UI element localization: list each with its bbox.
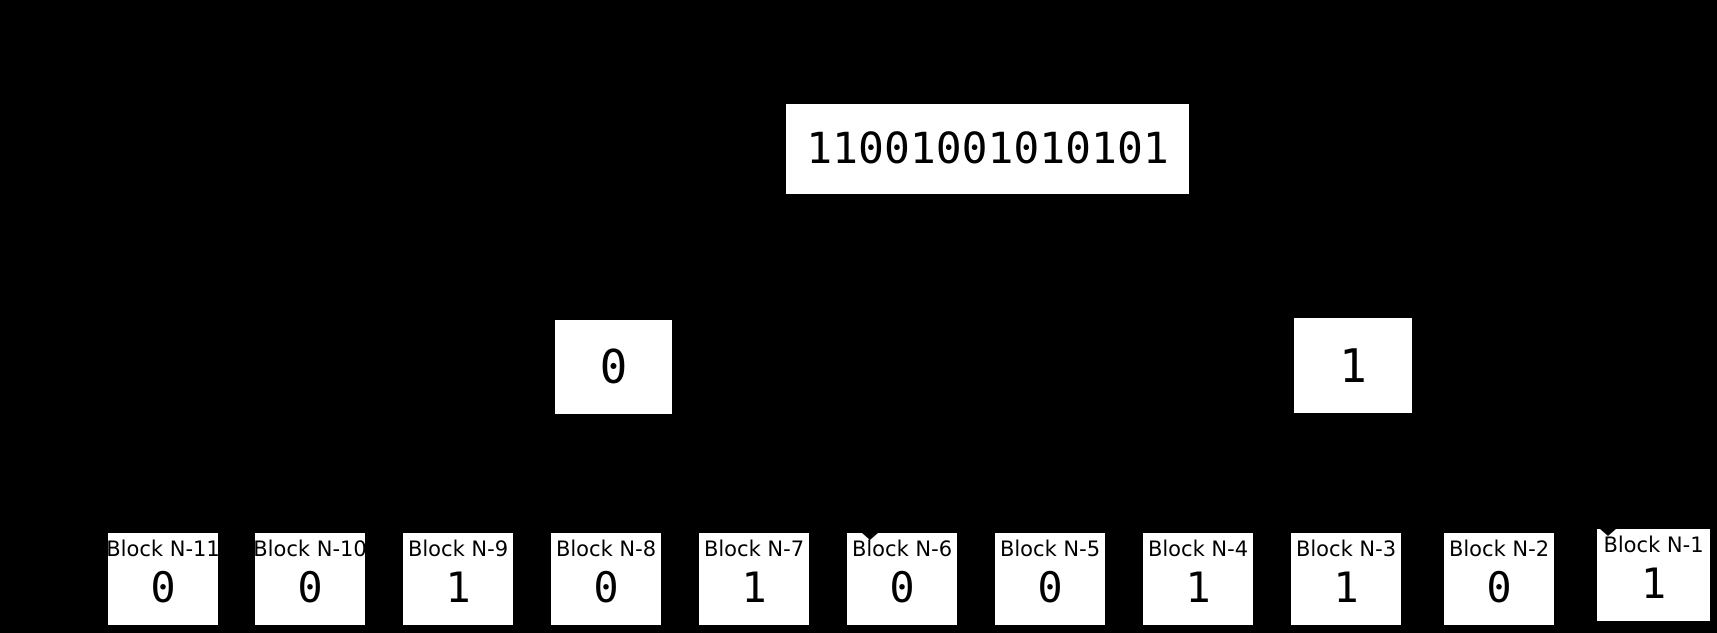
block-n-5: Block N-5 0: [995, 533, 1105, 625]
block-n-3: Block N-3 1: [1291, 533, 1401, 625]
block-n-6: Block N-6 0: [847, 533, 957, 625]
block-value: 0: [1486, 563, 1512, 612]
bitstring-box: 11001001010101: [786, 104, 1189, 194]
bitstring-text: 11001001010101: [806, 124, 1169, 174]
arrow-tip-icon: [1600, 529, 1616, 536]
block-value: 1: [1333, 563, 1359, 612]
block-label: Block N-9: [407, 537, 509, 561]
branch-node-value: 1: [1339, 338, 1367, 393]
block-value: 0: [889, 563, 915, 612]
block-value: 0: [1037, 563, 1063, 612]
block-n-1: Block N-1 1: [1597, 529, 1710, 621]
block-value: 1: [445, 563, 471, 612]
block-label: Block N-2: [1448, 537, 1550, 561]
block-value: 0: [297, 563, 323, 612]
block-label: Block N-7: [703, 537, 805, 561]
branch-node-1: 1: [1294, 318, 1412, 413]
block-n-9: Block N-9 1: [403, 533, 513, 625]
block-n-8: Block N-8 0: [551, 533, 661, 625]
block-value: 1: [1185, 563, 1211, 612]
arrow-tip-icon: [862, 533, 878, 540]
block-value: 1: [1640, 559, 1667, 608]
block-value: 1: [741, 563, 767, 612]
block-n-4: Block N-4 1: [1143, 533, 1253, 625]
branch-node-value: 0: [599, 340, 628, 394]
block-value: 0: [150, 563, 176, 612]
block-label: Block N-3: [1295, 537, 1397, 561]
block-value: 0: [593, 563, 619, 612]
block-label: Block N-1: [1603, 533, 1704, 557]
block-n-11: Block N-11 0: [106, 533, 220, 625]
block-n-2: Block N-2 0: [1444, 533, 1554, 625]
block-n-10: Block N-10 0: [253, 533, 367, 625]
branch-node-0: 0: [555, 320, 672, 414]
block-label: Block N-4: [1147, 537, 1249, 561]
block-n-7: Block N-7 1: [699, 533, 809, 625]
block-label: Block N-6: [851, 537, 953, 561]
block-label: Block N-11: [106, 537, 220, 561]
block-label: Block N-10: [253, 537, 367, 561]
block-label: Block N-8: [555, 537, 657, 561]
block-label: Block N-5: [999, 537, 1101, 561]
